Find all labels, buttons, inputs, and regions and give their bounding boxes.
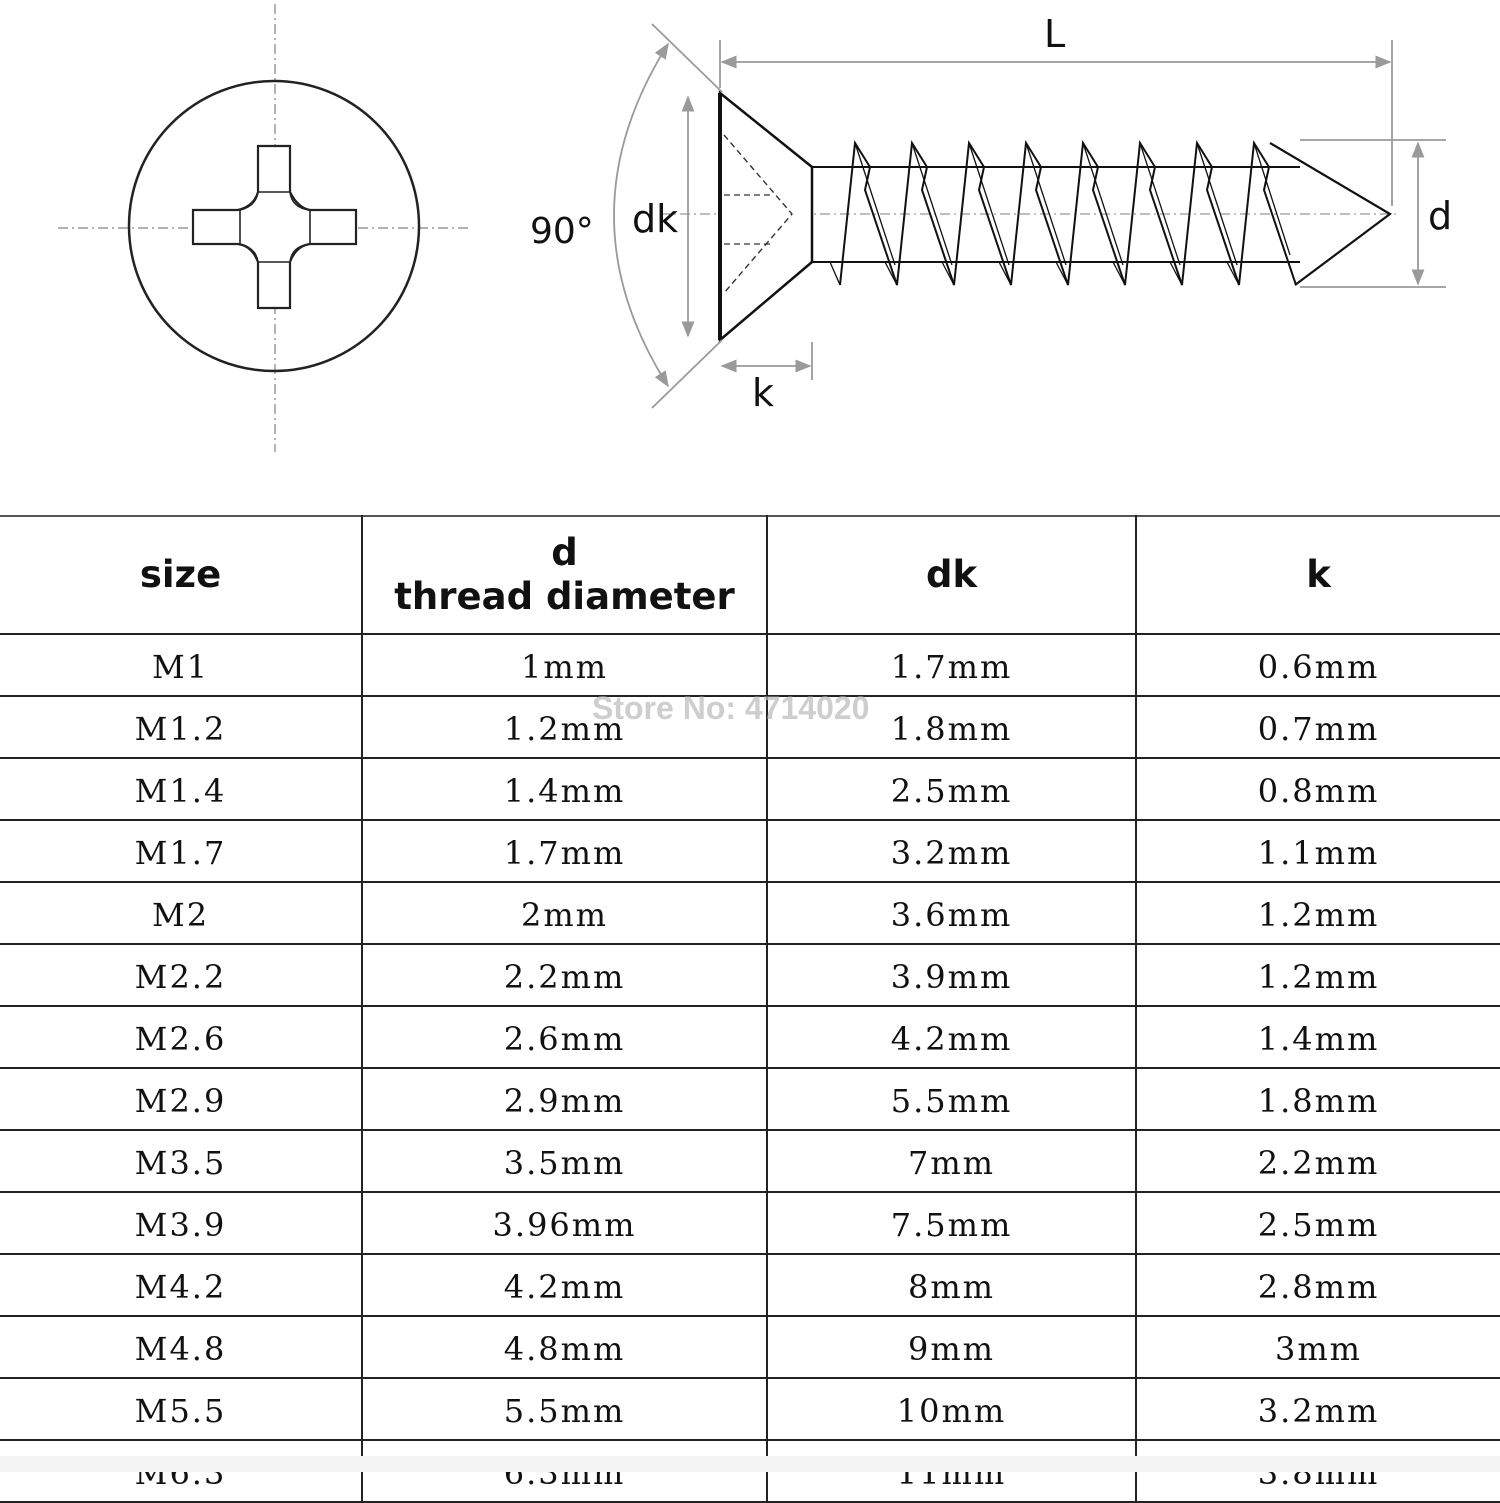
cell-dk: 1.8mm [766,695,1137,759]
cell-d: 1.2mm [361,695,768,759]
cell-dk: 7.5mm [766,1191,1137,1255]
cell-dk: 4.2mm [766,1005,1137,1069]
cell-k: 0.8mm [1135,757,1500,821]
cell-k: 0.6mm [1135,633,1500,697]
header-line: thread diameter [394,575,735,618]
cell-dk: 3.6mm [766,881,1137,945]
cell-k: 1.4mm [1135,1005,1500,1069]
cell-d: 1mm [361,633,768,697]
cell-d: 2.9mm [361,1067,768,1131]
label-dk: dk [632,197,678,241]
header-k: k [1135,515,1500,635]
header-line: dk [925,553,978,596]
cell-dk: 5.5mm [766,1067,1137,1131]
cell-size: M4.8 [0,1315,363,1379]
header-line: size [139,553,222,596]
cell-d: 1.7mm [361,819,768,883]
cell-dk: 3.9mm [766,943,1137,1007]
phillips-cross-icon [191,144,358,310]
cell-dk: 10mm [766,1377,1137,1441]
header-size: size [0,515,363,635]
cell-dk: 9mm [766,1315,1137,1379]
cell-d: 2.6mm [361,1005,768,1069]
label-d: d [1428,194,1452,238]
dimension-lines [613,23,1446,409]
label-angle: 90° [530,211,594,252]
cell-d: 3.5mm [361,1129,768,1193]
cell-size: M3.9 [0,1191,363,1255]
cell-d: 2.2mm [361,943,768,1007]
cell-dk: 7mm [766,1129,1137,1193]
cell-size: M4.2 [0,1253,363,1317]
cell-d: 2mm [361,881,768,945]
cell-dk: 3.2mm [766,819,1137,883]
header-line: k [1306,553,1331,596]
cell-dk: 8mm [766,1253,1137,1317]
cell-k: 1.8mm [1135,1067,1500,1131]
cell-d: 4.8mm [361,1315,768,1379]
cell-k: 1.2mm [1135,943,1500,1007]
cell-size: M3.5 [0,1129,363,1193]
cell-size: M2 [0,881,363,945]
header-line: d [551,531,578,574]
screw-side-view [660,90,1400,343]
cell-k: 1.2mm [1135,881,1500,945]
cell-k: 2.2mm [1135,1129,1500,1193]
cell-k: 1.1mm [1135,819,1500,883]
header-dk: dk [766,515,1137,635]
cell-size: M2.9 [0,1067,363,1131]
cell-dk: 1.7mm [766,633,1137,697]
cell-k: 3mm [1135,1315,1500,1379]
cell-d: 1.4mm [361,757,768,821]
screw-head-top-view [58,4,472,452]
screw-diagram: L d dk k 90° [58,4,1452,452]
cell-size: M1.2 [0,695,363,759]
label-k: k [752,371,774,415]
cell-d: 5.5mm [361,1377,768,1441]
cell-dk: 2.5mm [766,757,1137,821]
cell-size: M2.6 [0,1005,363,1069]
label-L: L [1044,12,1065,56]
cell-d: 3.96mm [361,1191,768,1255]
cell-size: M2.2 [0,943,363,1007]
cell-size: M1 [0,633,363,697]
cell-k: 2.5mm [1135,1191,1500,1255]
cell-size: M1.4 [0,757,363,821]
cell-size: M5.5 [0,1377,363,1441]
cell-k: 0.7mm [1135,695,1500,759]
cell-d: 4.2mm [361,1253,768,1317]
cell-k: 3.2mm [1135,1377,1500,1441]
cell-size: M1.7 [0,819,363,883]
cell-k: 2.8mm [1135,1253,1500,1317]
thread-profile [829,140,1297,286]
bottom-strip [0,1456,1500,1472]
